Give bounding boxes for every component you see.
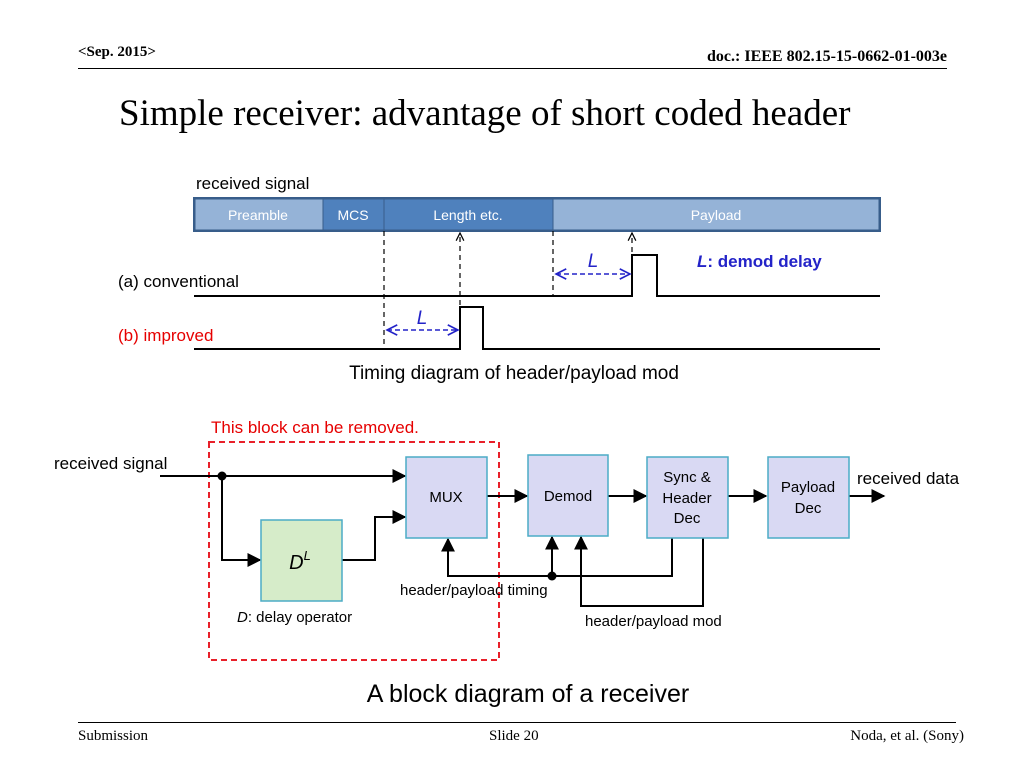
field-mcs	[322, 198, 385, 231]
improved-label: (b) improved	[118, 326, 213, 345]
block-received-signal-label: received signal	[54, 454, 167, 473]
field-payload-label: Payload	[691, 207, 742, 223]
conventional-delay-symbol: L	[588, 251, 599, 272]
conventional-waveform	[194, 254, 880, 297]
demod-label: Demod	[544, 488, 592, 505]
field-preamble	[194, 198, 324, 231]
footer-authors: Noda, et al. (Sony)	[850, 728, 964, 744]
frame-bar: Preamble MCS Length etc. Payload	[193, 197, 881, 232]
footer-submission: Submission	[78, 728, 149, 744]
block-mux: MUX	[405, 456, 488, 539]
block-caption: A block diagram of a receiver	[367, 680, 689, 708]
sync-label-line2: Header	[662, 490, 711, 507]
block-demod: Demod	[527, 454, 609, 537]
delay-label: DL	[289, 548, 311, 574]
slide-title: Simple receiver: advantage of short code…	[119, 93, 851, 134]
block-sync-header-dec: Sync & Header Dec	[646, 456, 729, 539]
signal-wires	[160, 469, 886, 607]
header-date: <Sep. 2015>	[78, 44, 156, 60]
improved-delay-symbol: L	[417, 308, 428, 329]
removable-note: This block can be removed.	[211, 418, 419, 437]
field-length-label: Length etc.	[433, 207, 502, 223]
split-junction	[217, 471, 227, 481]
field-payload	[552, 198, 880, 231]
block-delay: DL	[260, 519, 343, 602]
footer-rule	[78, 722, 956, 723]
header-rule	[78, 68, 947, 69]
payload-label-line2: Dec	[795, 500, 822, 517]
timing-received-signal-label: received signal	[196, 174, 309, 193]
removable-region	[208, 441, 500, 661]
footer-slide-number: Slide 20	[489, 728, 539, 744]
sync-label-line3: Dec	[674, 510, 701, 527]
header-doc-id: doc.: IEEE 802.15-15-0662-01-003e	[707, 48, 947, 65]
payload-label-line1: Payload	[781, 479, 835, 496]
delay-operator-label: D: delay operator	[237, 609, 352, 626]
header-payload-timing-label: header/payload timing	[400, 582, 548, 599]
field-mcs-label: MCS	[337, 207, 368, 223]
demod-delay-legend: L: demod delay	[697, 252, 822, 271]
block-payload-dec: Payload Dec	[767, 456, 850, 539]
timing-junction	[547, 571, 557, 581]
received-data-label: received data	[857, 469, 960, 488]
improved-waveform	[194, 306, 880, 350]
conventional-label: (a) conventional	[118, 272, 239, 291]
mux-label: MUX	[429, 489, 462, 506]
timing-caption: Timing diagram of header/payload mod	[349, 363, 679, 384]
timing-reference-lines	[383, 231, 554, 350]
sync-label-line1: Sync &	[663, 469, 711, 486]
header-payload-mod-label: header/payload mod	[585, 613, 722, 630]
field-preamble-label: Preamble	[228, 207, 288, 223]
